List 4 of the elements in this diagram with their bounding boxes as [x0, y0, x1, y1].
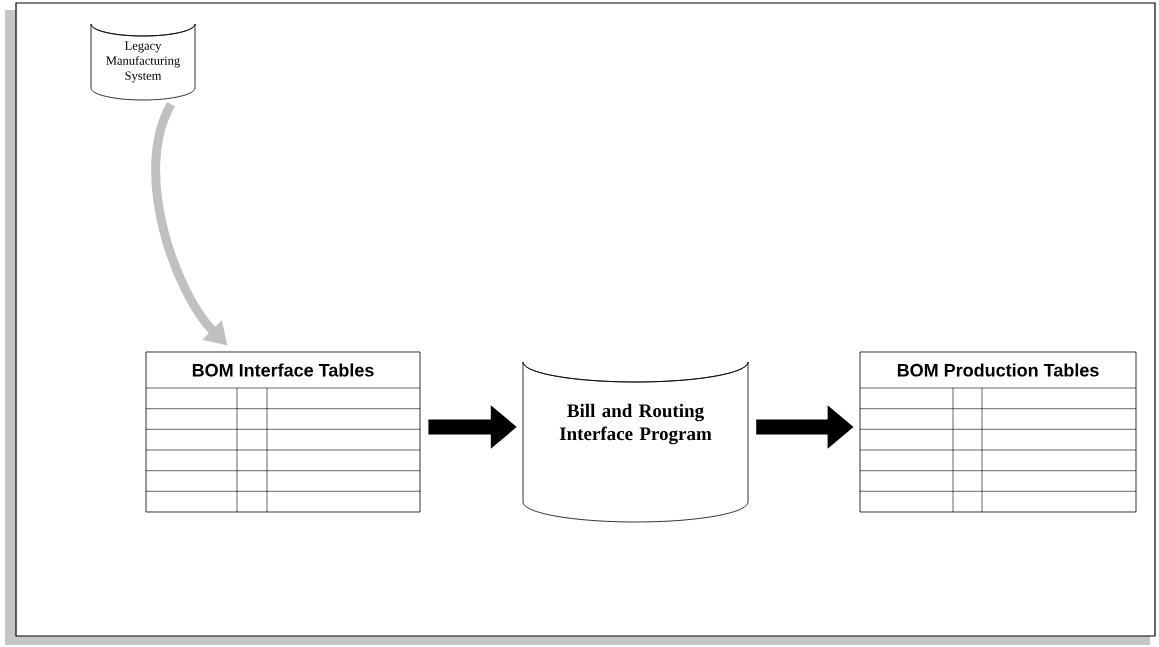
database-cylinder: Legacy Manufacturing System — [90, 23, 196, 101]
table: BOM Production Tables — [859, 351, 1137, 513]
database-cylinder: Bill and Routing Interface Program — [522, 361, 749, 523]
table: BOM Interface Tables — [145, 351, 421, 513]
